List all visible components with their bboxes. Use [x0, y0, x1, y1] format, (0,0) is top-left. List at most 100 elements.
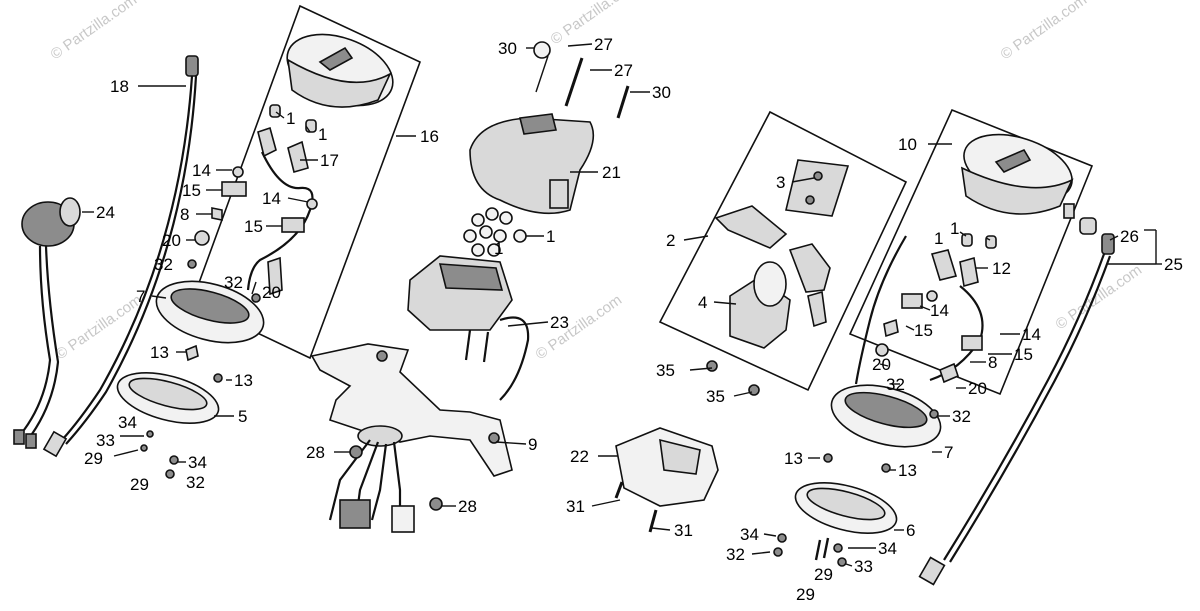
meter-housing-side — [286, 58, 392, 108]
indicator-wire — [499, 316, 530, 401]
callout: 30 — [498, 39, 517, 58]
plate-hole — [805, 195, 815, 205]
screw — [823, 453, 833, 463]
callout: 14 — [1022, 325, 1041, 344]
meter-harness — [854, 235, 907, 385]
meter-harness — [246, 151, 314, 291]
callout: 20 — [262, 283, 281, 302]
switch-cover-tab — [549, 179, 569, 209]
callout: 22 — [570, 447, 589, 466]
washer — [833, 543, 843, 553]
bracket-hole — [488, 432, 500, 444]
bulb — [985, 235, 997, 249]
callout: 7 — [944, 443, 953, 462]
callout: 20 — [162, 231, 181, 250]
washer — [165, 469, 175, 479]
screw — [213, 373, 223, 383]
bulb — [305, 119, 317, 133]
callout: 24 — [96, 203, 115, 222]
cable-fitting — [918, 556, 946, 586]
meter-needle — [318, 46, 354, 71]
callout: 23 — [550, 313, 569, 332]
assembly-frame-16 — [190, 4, 422, 360]
damper — [194, 230, 210, 246]
callout: 33 — [96, 431, 115, 450]
bulb-cluster — [463, 207, 527, 257]
screw — [748, 384, 760, 396]
ignition-switch-assembly — [658, 110, 908, 396]
indicator-wire — [482, 331, 490, 363]
callout: 16 — [420, 127, 439, 146]
nut — [533, 41, 551, 59]
speedometer-assembly — [116, 4, 422, 479]
callout: 27 — [594, 35, 613, 54]
indicator-light — [13, 197, 81, 449]
watermark: © Partzilla.com — [533, 291, 626, 363]
callout: 1 — [494, 239, 503, 258]
callout: 28 — [458, 497, 477, 516]
tachometer-assembly — [773, 108, 1094, 567]
damper — [267, 256, 283, 296]
lower-cover-top — [659, 438, 701, 475]
callout: 34 — [740, 525, 759, 544]
screw — [881, 463, 891, 473]
callout: 4 — [698, 293, 707, 312]
callout: 20 — [968, 379, 987, 398]
callout: 32 — [186, 473, 205, 492]
screw — [648, 509, 658, 533]
callout: 21 — [602, 163, 621, 182]
light-wire — [31, 245, 60, 435]
light-wire — [23, 245, 52, 431]
grommet — [926, 290, 938, 302]
harness-wire — [392, 441, 402, 516]
ignition-key-blade — [807, 290, 827, 328]
callout: 30 — [652, 83, 671, 102]
callout: 25 — [1164, 255, 1183, 274]
bracket-grommet — [357, 425, 403, 447]
screw — [822, 537, 830, 559]
harness-connector — [339, 499, 371, 529]
callout: 34 — [118, 413, 137, 432]
leader-lines — [82, 43, 1162, 567]
callout: 20 — [872, 355, 891, 374]
callout: 32 — [726, 545, 745, 564]
bulb — [269, 104, 281, 118]
screw — [185, 344, 199, 362]
callout: 1 — [950, 219, 959, 238]
callout: 32 — [886, 375, 905, 394]
clip — [883, 318, 899, 338]
indicator-wire — [464, 329, 472, 361]
callout: 32 — [154, 255, 173, 274]
cable-line — [65, 75, 198, 445]
speedometer-cable — [42, 55, 199, 458]
washer — [777, 533, 787, 543]
callout: 8 — [988, 353, 997, 372]
callout: 13 — [150, 343, 169, 362]
callout: 34 — [188, 453, 207, 472]
damper — [875, 343, 889, 357]
washer — [251, 293, 261, 303]
callout: 1 — [318, 125, 327, 144]
meter-fitting — [1063, 203, 1075, 219]
switch-cover-top — [519, 113, 557, 135]
bulb-socket — [287, 140, 309, 173]
callout: 32 — [224, 273, 243, 292]
screw — [706, 360, 718, 372]
callout: 28 — [306, 443, 325, 462]
connector — [25, 433, 37, 449]
callout: 26 — [1120, 227, 1139, 246]
watermark: © Partzilla.com — [1053, 261, 1146, 333]
callout: 29 — [796, 585, 815, 604]
meter-case-inner — [170, 288, 250, 324]
cable-line — [943, 253, 1106, 561]
callout: 7 — [136, 287, 145, 306]
callout: 29 — [130, 475, 149, 494]
bulb-socket — [959, 256, 979, 288]
assembly-frame-2 — [658, 110, 908, 392]
meter-cover-lens — [806, 487, 886, 521]
callout: 17 — [320, 151, 339, 170]
ignition-key — [788, 243, 831, 293]
callout-numbers: 18 24 1 1 17 16 14 15 14 8 15 20 32 32 2… — [84, 35, 1183, 604]
callout: 32 — [952, 407, 971, 426]
